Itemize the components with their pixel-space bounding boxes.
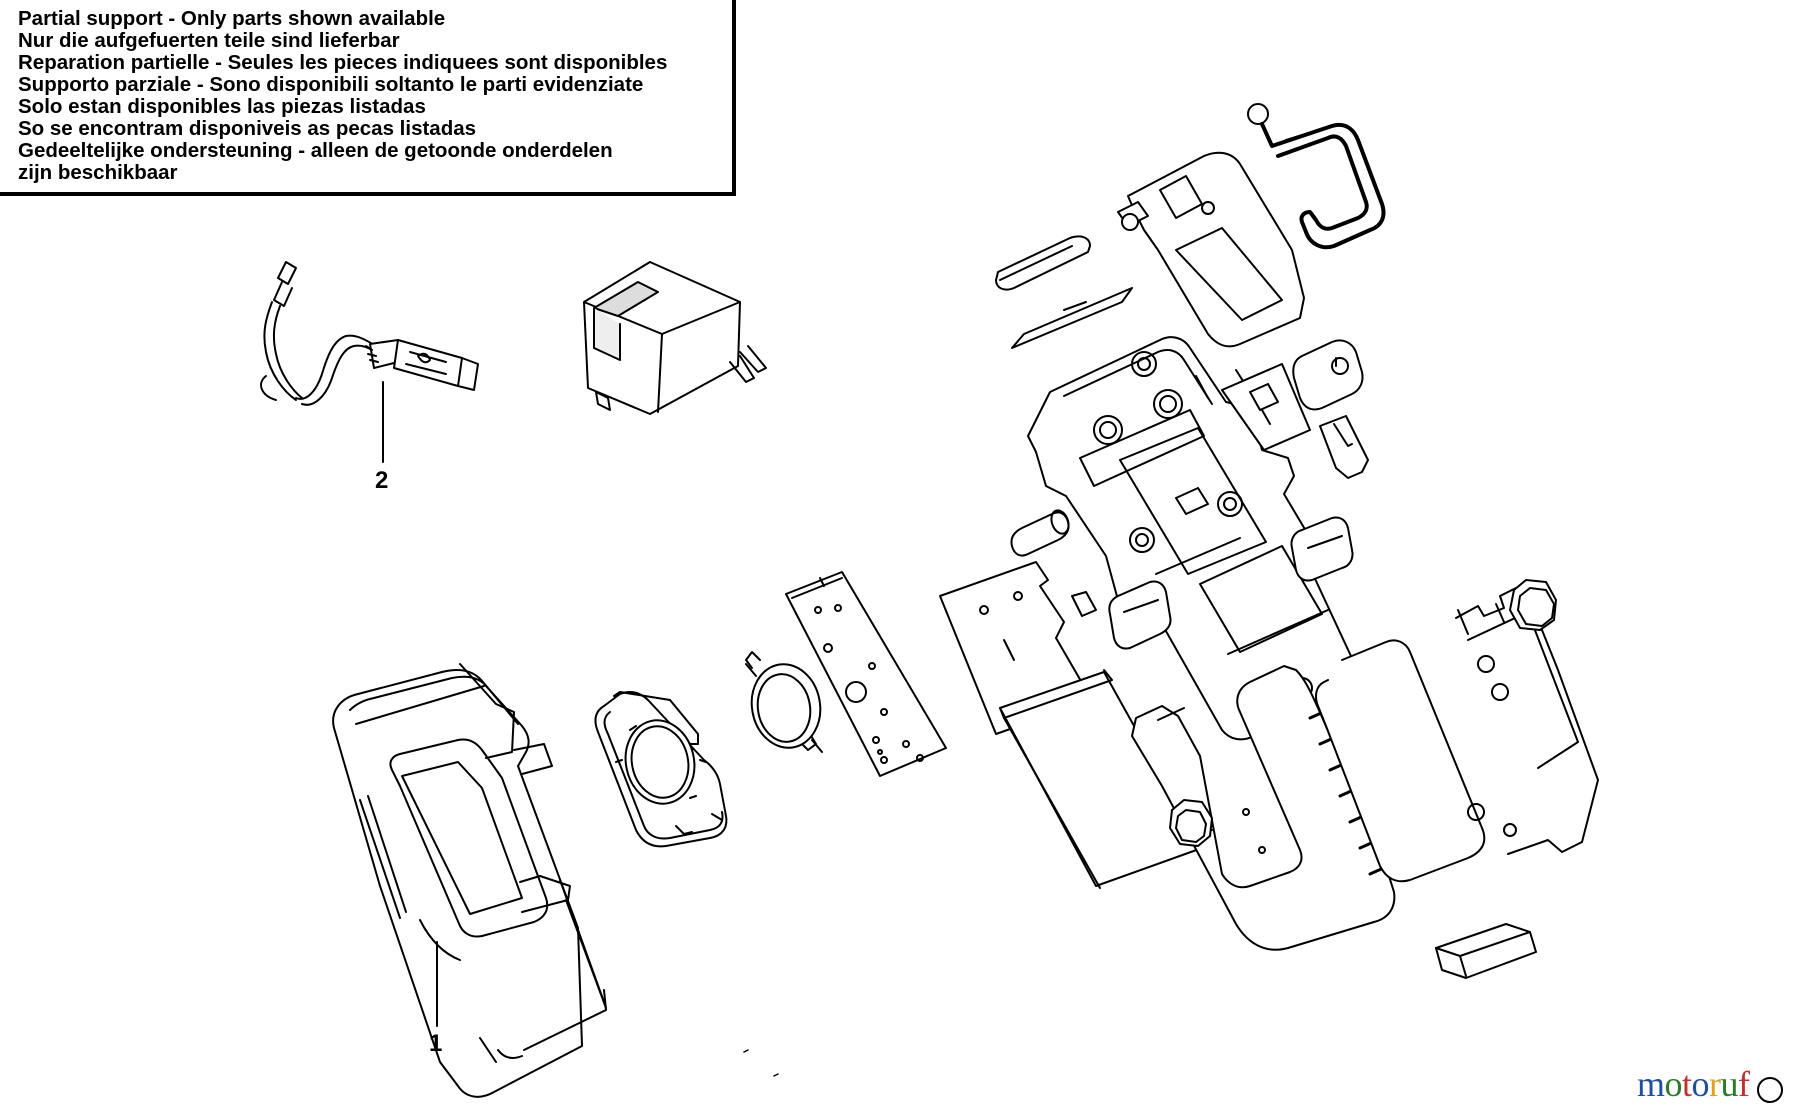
lens-holder-icon xyxy=(594,691,728,848)
watermark-char: f xyxy=(1738,1064,1750,1104)
watermark-char: m xyxy=(1637,1064,1665,1104)
watermark-char: o xyxy=(1664,1064,1683,1104)
nut-icon xyxy=(1169,579,1557,979)
hinge-icon xyxy=(1117,151,1305,348)
switch-icon xyxy=(1108,339,1369,650)
watermark-char: t xyxy=(1682,1064,1692,1104)
watermark-char: o xyxy=(1691,1064,1710,1104)
notice-line-it: Supporto parziale - Sono disponibili sol… xyxy=(18,73,644,96)
notice-line-nl-1: Gedeeltelijke ondersteuning - alleen de … xyxy=(18,139,613,162)
motoruf-watermark: motoruf xyxy=(1637,1063,1750,1105)
battery-icon xyxy=(999,669,1203,889)
notice-line-fr: Reparation partielle - Seules les pieces… xyxy=(18,51,668,74)
notice-line-de: Nur die aufgefuerten teile sind lieferba… xyxy=(18,29,400,52)
notice-line-en: Partial support - Only parts shown avail… xyxy=(18,7,446,30)
lamp-housing-icon xyxy=(332,663,607,1098)
partial-support-notice: Partial support - Only parts shown avail… xyxy=(0,0,736,196)
notice-line-es: Solo estan disponibles las piezas listad… xyxy=(18,95,426,118)
watermark-char: r xyxy=(1709,1064,1721,1104)
bracket-icon xyxy=(1315,585,1599,883)
callout-label-2: 2 xyxy=(375,467,389,494)
led-board-icon xyxy=(785,571,947,777)
notice-line-pt: So se encontram disponiveis as pecas lis… xyxy=(18,117,477,140)
usb-cable-icon xyxy=(260,261,479,406)
callout-label-1: 1 xyxy=(429,1030,443,1057)
wall-charger-icon xyxy=(583,261,767,415)
watermark-char: u xyxy=(1720,1064,1739,1104)
lens-icon xyxy=(745,651,823,753)
notice-line-nl-2: zijn beschikbaar xyxy=(18,161,178,184)
hook-icon xyxy=(1247,103,1386,250)
plate-icon xyxy=(995,235,1133,349)
magnet-icon xyxy=(1010,509,1070,557)
